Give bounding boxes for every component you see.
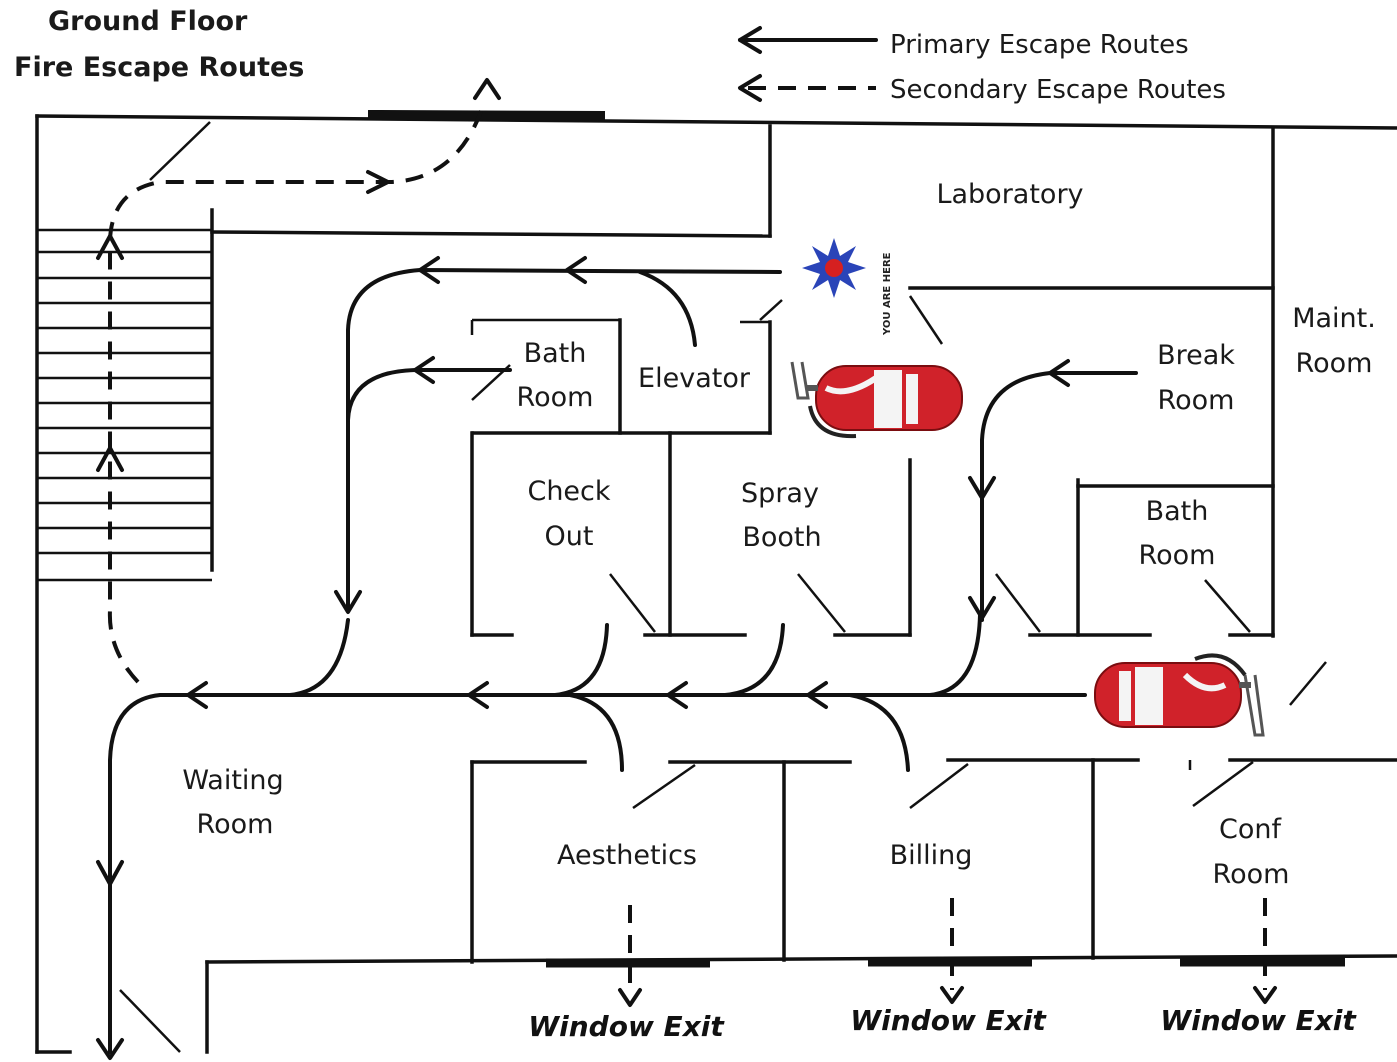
room-waiting-line1: Waiting <box>182 765 283 796</box>
location-dot-icon <box>825 259 843 277</box>
staircase <box>37 228 212 582</box>
room-labels: Laboratory Maint. Room Bath Room Elevato… <box>182 179 1375 890</box>
room-conf-line2: Room <box>1213 859 1290 890</box>
room-spray-line1: Spray <box>741 478 819 509</box>
legend-secondary-line <box>738 74 876 102</box>
legend: Primary Escape Routes Secondary Escape R… <box>738 26 1226 105</box>
room-conf-line1: Conf <box>1219 814 1282 845</box>
room-waiting-line2: Room <box>197 809 274 840</box>
primary-routes <box>96 256 1138 1060</box>
plan-title-line1: Ground Floor <box>48 6 248 37</box>
legend-primary-line <box>738 26 878 54</box>
room-bath1-line2: Room <box>517 382 594 413</box>
room-elevator: Elevator <box>638 363 751 394</box>
legend-secondary-label: Secondary Escape Routes <box>890 75 1226 105</box>
you-are-here-marker: YOU ARE HERE <box>802 238 893 336</box>
room-break-line2: Room <box>1158 385 1235 416</box>
walls <box>35 110 1397 1054</box>
room-break-line1: Break <box>1157 340 1235 371</box>
room-aesthetics: Aesthetics <box>557 840 697 871</box>
room-bath2-line1: Bath <box>1146 496 1209 527</box>
room-checkout-line1: Check <box>527 476 610 507</box>
room-maint-line2: Room <box>1296 348 1373 379</box>
exit-labels: Window Exit Window Exit Window Exit <box>528 1004 1357 1043</box>
room-bath1-line1: Bath <box>524 338 587 369</box>
you-are-here-label: YOU ARE HERE <box>882 252 893 336</box>
room-checkout-line2: Out <box>545 521 594 552</box>
window-exit-label-2: Window Exit <box>850 1004 1047 1037</box>
room-billing: Billing <box>890 840 973 871</box>
fire-extinguisher-icon <box>790 361 963 439</box>
plan-title-line2: Fire Escape Routes <box>14 52 305 83</box>
fire-extinguisher-icon <box>1094 653 1265 737</box>
window-exit-label-1: Window Exit <box>528 1010 725 1043</box>
room-spray-line2: Booth <box>742 522 821 553</box>
room-laboratory: Laboratory <box>936 179 1083 210</box>
window-exit-label-3: Window Exit <box>1160 1004 1357 1037</box>
legend-primary-label: Primary Escape Routes <box>890 30 1189 60</box>
room-maint-line1: Maint. <box>1292 303 1376 334</box>
room-bath2-line2: Room <box>1139 540 1216 571</box>
secondary-routes <box>96 78 1277 1007</box>
